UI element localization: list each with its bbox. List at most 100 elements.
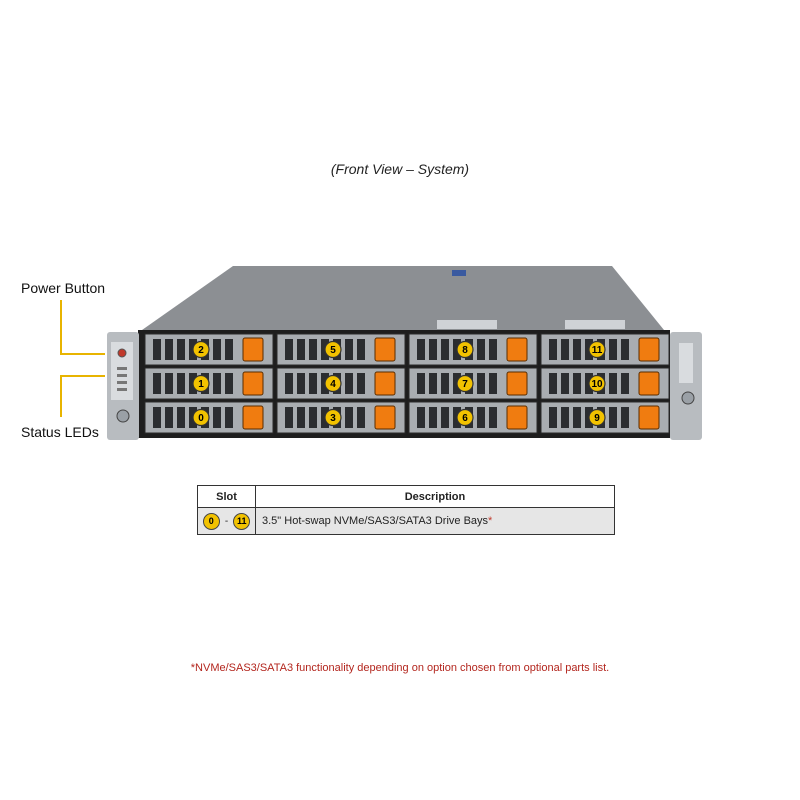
vent-slot [165, 373, 173, 394]
vent-slot [417, 407, 425, 428]
vent-slot [477, 407, 485, 428]
vent-slot [285, 339, 293, 360]
slot-range-cell: 0 - 11 [197, 507, 256, 535]
vent-slot [549, 407, 557, 428]
power-button-callout: Power Button [21, 280, 106, 296]
vent-slot [429, 407, 437, 428]
vent-slot [441, 407, 449, 428]
vent-slot [165, 407, 173, 428]
drive-bay: 5 [276, 333, 406, 366]
vent-slot [417, 373, 425, 394]
slot-description-cell: 3.5" Hot-swap NVMe/SAS3/SATA3 Drive Bays… [255, 507, 615, 535]
power-button-leader-v [60, 300, 62, 355]
drive-latch [374, 371, 396, 396]
vent-slot [153, 373, 161, 394]
drive-latch [242, 405, 264, 430]
drive-latch [506, 337, 528, 362]
vent-slot [489, 339, 497, 360]
vent-slot [609, 339, 617, 360]
brand-plate [679, 343, 693, 383]
vent-slot [561, 339, 569, 360]
drive-bay: 2 [144, 333, 274, 366]
control-panel [111, 342, 133, 400]
vent-slot [309, 407, 317, 428]
drive-bay: 11 [540, 333, 670, 366]
vent-slot [297, 373, 305, 394]
vent-slot [609, 373, 617, 394]
power-button-leader-h [60, 353, 105, 355]
vent-slot [357, 407, 365, 428]
bay-number-badge [324, 340, 342, 359]
drive-latch [374, 337, 396, 362]
bay-number-label: 11 [592, 345, 603, 356]
vent-slot [213, 373, 221, 394]
vent-slot [573, 407, 581, 428]
slot-description-text: 3.5" Hot-swap NVMe/SAS3/SATA3 Drive Bays [262, 515, 489, 527]
bay-number-badge [456, 374, 474, 393]
vent-slot [429, 339, 437, 360]
bay-number-label: 3 [330, 413, 336, 424]
vent-slot [441, 373, 449, 394]
vent-slot [225, 373, 233, 394]
drive-bay: 7 [408, 367, 538, 400]
diagram-title: (Front View – System) [330, 161, 470, 177]
label-sticker-right [565, 320, 625, 329]
bay-number-label: 6 [462, 413, 468, 424]
bay-number-badge [324, 374, 342, 393]
bay-number-badge [588, 374, 606, 393]
drive-latch [374, 405, 396, 430]
drive-latch [506, 371, 528, 396]
vent-slot [297, 339, 305, 360]
table-header-row: Slot Description [197, 485, 615, 508]
vent-slot [573, 373, 581, 394]
bay-number-label: 1 [198, 379, 204, 390]
vent-slot [285, 373, 293, 394]
drive-latch [506, 405, 528, 430]
vent-slot [345, 373, 353, 394]
power-button-icon [117, 348, 127, 358]
vent-slot [621, 407, 629, 428]
bay-number-badge [192, 374, 210, 393]
table-header-description: Description [255, 485, 615, 508]
bay-number-label: 2 [198, 345, 204, 356]
drive-latch [638, 405, 660, 430]
right-thumbscrew-icon [681, 391, 695, 405]
vent-slot [177, 339, 185, 360]
status-led [117, 367, 127, 370]
table-header-slot: Slot [197, 485, 256, 508]
bay-number-badge [324, 408, 342, 427]
vent-slot [345, 339, 353, 360]
drive-bay: 8 [408, 333, 538, 366]
bay-number-label: 5 [330, 345, 336, 356]
vent-slot [621, 373, 629, 394]
footnote-asterisk: * [488, 515, 493, 527]
drive-bay: 10 [540, 367, 670, 400]
vent-slot [153, 339, 161, 360]
drive-latch [638, 337, 660, 362]
vent-slot [561, 407, 569, 428]
status-led [117, 381, 127, 384]
vent-slot [357, 373, 365, 394]
bay-number-badge [456, 340, 474, 359]
drive-bay: 0 [144, 401, 274, 434]
drive-bay: 9 [540, 401, 670, 434]
drive-latch [242, 371, 264, 396]
left-thumbscrew-icon [116, 409, 130, 423]
status-leds-callout: Status LEDs [21, 424, 99, 440]
bay-number-label: 4 [330, 379, 336, 390]
vent-slot [177, 373, 185, 394]
drive-bay: 1 [144, 367, 274, 400]
vent-slot [309, 373, 317, 394]
vent-slot [225, 339, 233, 360]
vent-slot [309, 339, 317, 360]
bay-number-label: 9 [594, 413, 600, 424]
bay-number-label: 8 [462, 345, 468, 356]
vent-slot [477, 373, 485, 394]
slot-badge-start: 0 [202, 512, 220, 530]
vent-slot [573, 339, 581, 360]
right-rack-ear [670, 332, 702, 440]
vent-slot [489, 373, 497, 394]
vent-slot [549, 339, 557, 360]
bay-number-badge [588, 408, 606, 427]
